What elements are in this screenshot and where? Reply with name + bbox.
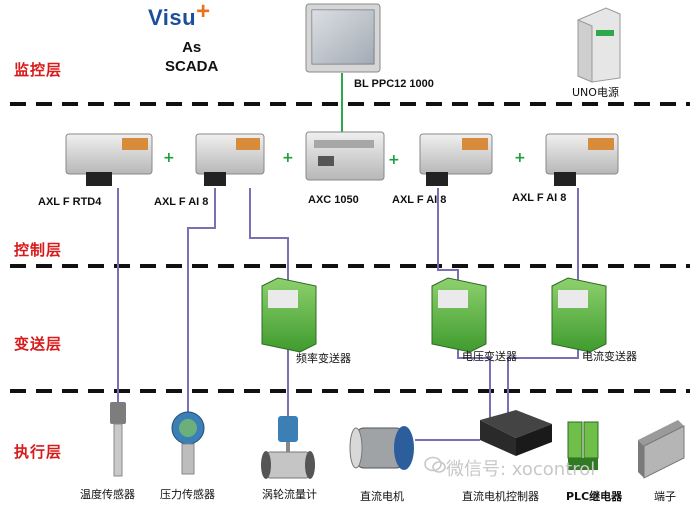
transmitter-label-volt: 电压变送器 bbox=[462, 350, 517, 363]
voltage-transmitter-icon bbox=[431, 277, 487, 353]
actuator-label-controller: 直流电机控制器 bbox=[462, 490, 539, 503]
plc-relay-icon bbox=[567, 421, 599, 470]
module-ai8-2-icon bbox=[419, 133, 493, 186]
dc-motor-icon bbox=[349, 426, 414, 470]
layer-label-transmit: 变送层 bbox=[14, 335, 63, 353]
plus-sign-3: + bbox=[388, 152, 400, 168]
layer-label-execute: 执行层 bbox=[14, 443, 63, 461]
motor-controller-icon bbox=[480, 410, 552, 456]
controller-label-rtd4: AXL F RTD4 bbox=[38, 196, 102, 208]
wire-ai8-freq bbox=[249, 188, 289, 280]
terminal-block-icon bbox=[638, 420, 685, 479]
plus-sign-4: + bbox=[514, 150, 526, 166]
transmitter-label-curr: 电流变送器 bbox=[582, 350, 637, 363]
controller-label-ai8-1: AXL F AI 8 bbox=[154, 196, 209, 208]
plus-sign-2: + bbox=[282, 150, 294, 166]
controller-label-ai8-2: AXL F AI 8 bbox=[392, 194, 447, 206]
actuator-label-temp: 温度传感器 bbox=[80, 488, 135, 501]
wire-ai8-pressure bbox=[187, 188, 216, 412]
power-label: UNO电源 bbox=[572, 86, 619, 99]
actuator-label-turbine: 涡轮流量计 bbox=[262, 488, 317, 501]
module-rtd4-icon bbox=[65, 133, 153, 186]
wire-volt-ctrl bbox=[457, 345, 491, 420]
panel-label: BL PPC12 1000 bbox=[354, 78, 434, 90]
actuator-label-relay: PLC继电器 bbox=[566, 490, 623, 503]
visu-logo: Visu+ bbox=[148, 0, 211, 30]
module-ai8-1-icon bbox=[195, 133, 265, 186]
actuator-label-pressure: 压力传感器 bbox=[160, 488, 215, 501]
wechat-icon bbox=[424, 456, 446, 473]
controller-label-ai8-3: AXL F AI 8 bbox=[512, 192, 567, 204]
touch-panel-icon bbox=[305, 3, 381, 73]
layer-label-control: 控制层 bbox=[14, 241, 63, 259]
actuator-label-motor: 直流电机 bbox=[360, 490, 404, 503]
actuator-label-terminal: 端子 bbox=[654, 490, 676, 503]
temperature-sensor-icon bbox=[110, 402, 126, 477]
turbine-flowmeter-icon bbox=[261, 416, 315, 479]
wire-curr-ctrl bbox=[507, 345, 579, 420]
wire-ai8-volt bbox=[437, 188, 459, 282]
freq-transmitter-icon bbox=[261, 277, 317, 353]
scada-caption: As SCADA bbox=[165, 39, 219, 75]
module-ai8-3-icon bbox=[545, 133, 619, 186]
module-axc1050-icon bbox=[305, 131, 385, 181]
pressure-sensor-icon bbox=[171, 411, 205, 475]
plus-sign-1: + bbox=[163, 150, 175, 166]
controller-label-axc: AXC 1050 bbox=[308, 194, 359, 206]
transmitter-label-freq: 频率变送器 bbox=[296, 352, 351, 365]
power-supply-icon bbox=[577, 7, 621, 83]
layer-label-monitor: 监控层 bbox=[14, 61, 63, 79]
current-transmitter-icon bbox=[551, 277, 607, 353]
watermark: 微信号: xocontrol bbox=[446, 459, 596, 480]
